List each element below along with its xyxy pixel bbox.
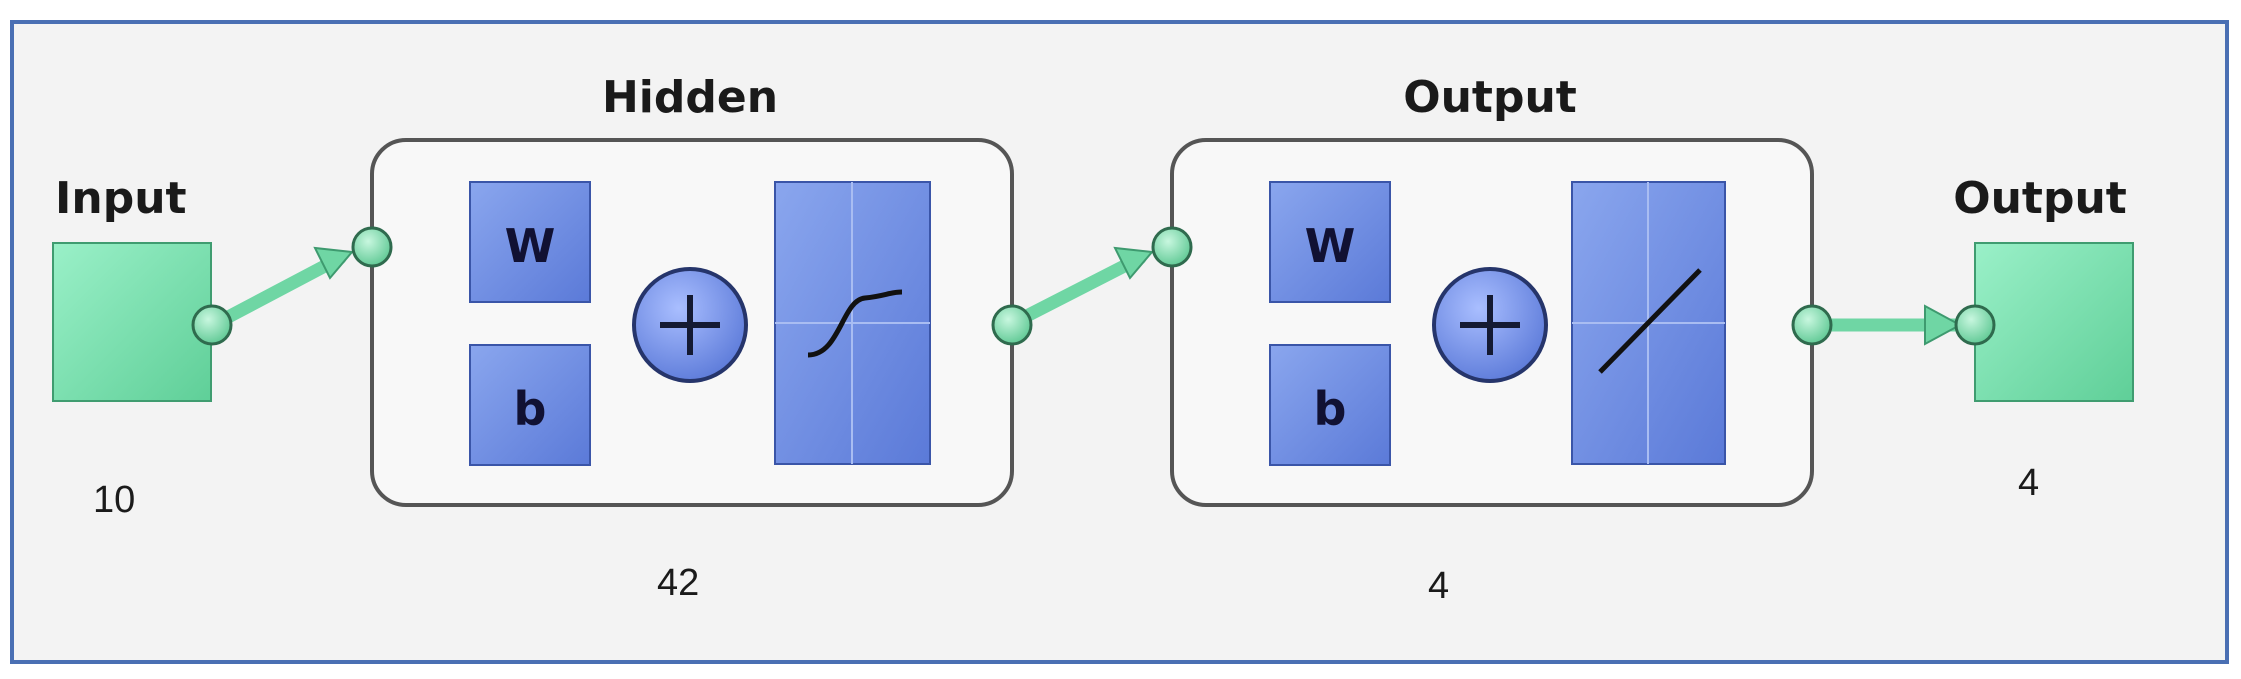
sigmoid-curve-icon	[807, 289, 903, 358]
hidden-exit-node	[991, 304, 1033, 346]
hidden-size: 42	[657, 562, 699, 604]
hidden-weight-label: W	[505, 219, 556, 273]
hidden-weight-block	[469, 181, 591, 303]
hidden-bias-label: b	[514, 382, 547, 436]
input-box	[52, 242, 212, 402]
output-layer-size: 4	[1428, 565, 1449, 607]
hidden-to-output-layer-line	[1008, 251, 1147, 329]
hidden-title: Hidden	[602, 72, 778, 123]
output-bias-block	[1269, 344, 1391, 466]
output-size: 4	[2018, 462, 2039, 504]
output-title: Output	[1953, 173, 2127, 224]
hidden-sum-icon	[632, 267, 748, 383]
input-title: Input	[55, 173, 187, 224]
output-layer-title: Output	[1403, 72, 1577, 123]
output-bias-label: b	[1314, 382, 1347, 436]
output-box	[1974, 242, 2134, 402]
output-transfer-block	[1571, 181, 1726, 465]
output-layer-entry-node	[1151, 226, 1193, 268]
arrow-hidden-to-output-layer	[1113, 246, 1154, 280]
arrow-input-to-hidden	[313, 246, 354, 280]
output-weight-label: W	[1305, 219, 1356, 273]
hidden-entry-node	[351, 226, 393, 268]
output-sum-icon	[1432, 267, 1548, 383]
hidden-transfer-block	[774, 181, 931, 465]
input-to-hidden-line	[206, 251, 347, 332]
input-node	[191, 304, 233, 346]
hidden-bias-block	[469, 344, 591, 466]
arrow-to-output-box	[1924, 304, 1963, 346]
output-weight-block	[1269, 181, 1391, 303]
diagram-frame	[10, 20, 2229, 664]
output-layer-exit-node	[1791, 304, 1833, 346]
output-node	[1954, 304, 1996, 346]
input-size: 10	[93, 479, 135, 521]
linear-line-icon	[1598, 268, 1702, 374]
